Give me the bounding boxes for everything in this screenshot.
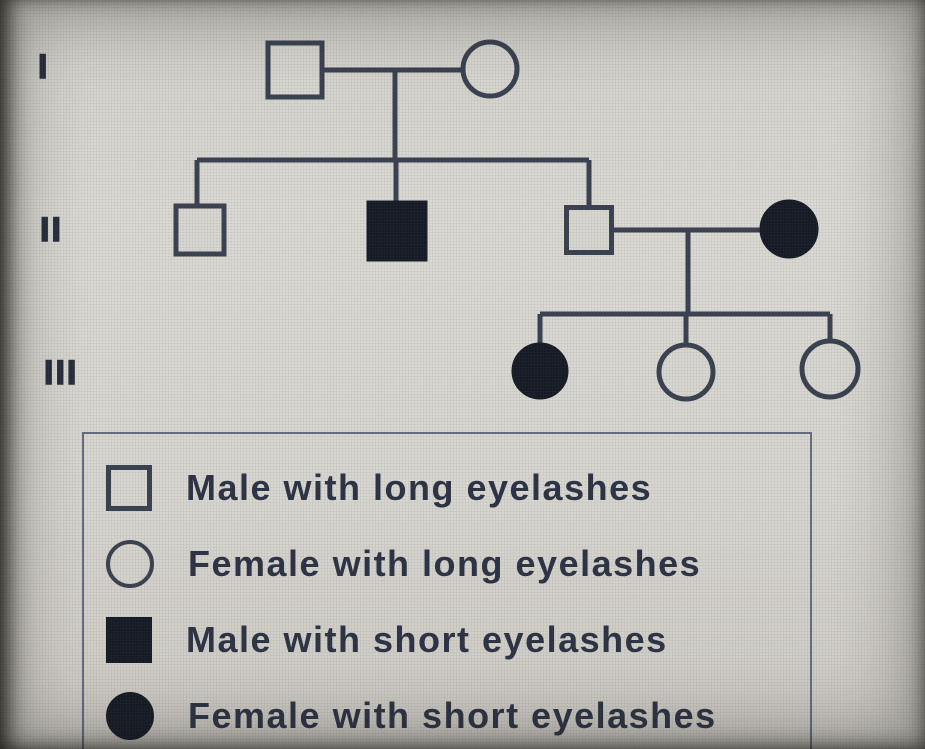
individual-III-3-open-circle <box>799 338 861 400</box>
legend-item: Female with short eyelashes <box>106 678 810 749</box>
filled-circle-icon <box>106 692 154 740</box>
legend-item: Male with short eyelashes <box>106 602 810 678</box>
legend-item: Male with long eyelashes <box>106 450 810 526</box>
legend-item: Female with long eyelashes <box>106 526 810 602</box>
open-square-icon <box>106 465 152 511</box>
generation-label-1: I <box>37 48 50 86</box>
filled-square-icon <box>106 617 152 663</box>
legend-label: Male with long eyelashes <box>186 467 653 508</box>
individual-I-1-open-square <box>265 40 325 100</box>
individual-II-4-filled-circle <box>759 199 819 259</box>
generation-label-3: III <box>43 354 79 392</box>
generation-label-2: II <box>39 211 63 249</box>
individual-II-3-open-square <box>564 205 614 255</box>
open-circle-icon <box>106 540 154 588</box>
individual-III-1-filled-circle <box>511 342 569 400</box>
legend-label: Male with short eyelashes <box>186 619 668 660</box>
individual-III-2-open-circle <box>656 342 716 402</box>
individual-I-2-open-circle <box>460 39 520 99</box>
legend-label: Female with long eyelashes <box>188 543 702 584</box>
individual-II-2-filled-square <box>366 200 428 262</box>
individual-II-1-open-square <box>173 203 227 257</box>
legend-label: Female with short eyelashes <box>188 695 717 736</box>
